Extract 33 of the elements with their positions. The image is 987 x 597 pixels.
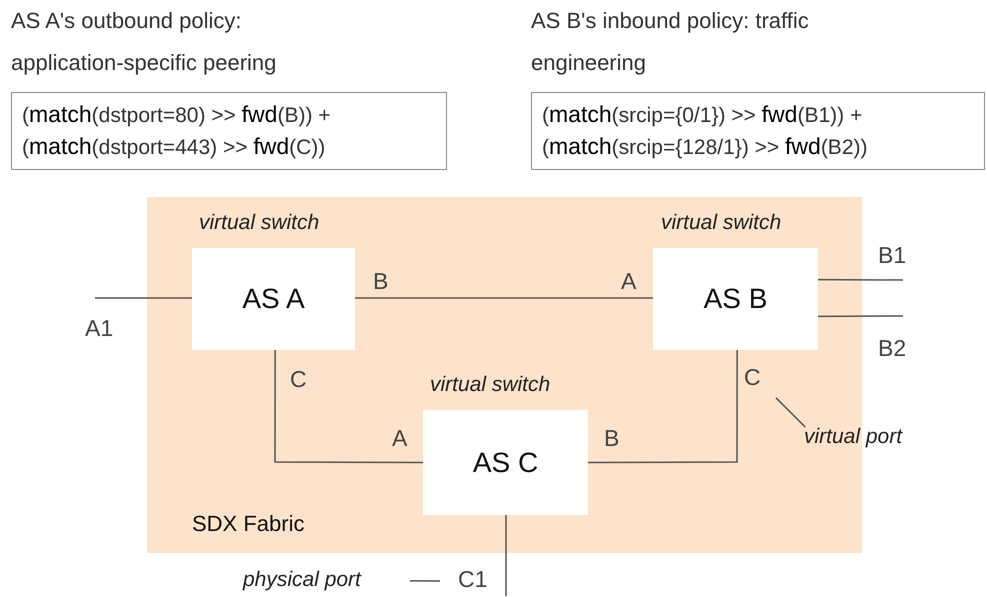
annotation-text: physical port: [243, 568, 410, 597]
policy-box: (match(srcip={0/1}) >> fwd(B1)) + (match(srcip={128/1}) >> fwd(B2)): [531, 92, 985, 170]
switch-box: AS C: [423, 410, 588, 515]
port-label: B: [373, 268, 388, 295]
link-line: [588, 350, 738, 464]
port-label: C1: [440, 566, 506, 596]
policy-heading: AS A's outbound policy: application-specific peering: [11, 7, 278, 77]
edge-label: B2: [878, 335, 906, 362]
leader-line: [410, 580, 440, 582]
port-label: A: [392, 425, 408, 452]
annotation-text: virtual port: [804, 425, 939, 455]
link-line: [505, 515, 507, 596]
switch-caption: virtual switch: [661, 211, 782, 235]
switch-box: AS A: [192, 248, 355, 350]
link-line: [274, 350, 423, 464]
port-label: A: [621, 268, 636, 295]
link-line: [95, 297, 192, 299]
link-line: [818, 315, 903, 318]
region-label: SDX Fabric: [192, 511, 304, 537]
link-line: [818, 278, 903, 281]
link-line: [355, 297, 653, 299]
fabric-region: [147, 197, 862, 553]
leader-line: [775, 397, 806, 428]
edge-label: B1: [878, 242, 906, 269]
edge-label: A1: [85, 315, 114, 342]
port-label: C: [290, 366, 307, 393]
port-label: C: [744, 364, 778, 400]
switch-caption: virtual switch: [199, 211, 320, 235]
policy-heading: AS B's inbound policy: traffic engineering: [531, 7, 810, 77]
switch-caption: virtual switch: [430, 373, 550, 397]
port-label: B: [604, 425, 620, 452]
switch-box: AS B: [653, 248, 818, 350]
policy-box: (match(dstport=80) >> fwd(B)) + (match(dstport=443) >> fwd(C)): [11, 92, 447, 170]
